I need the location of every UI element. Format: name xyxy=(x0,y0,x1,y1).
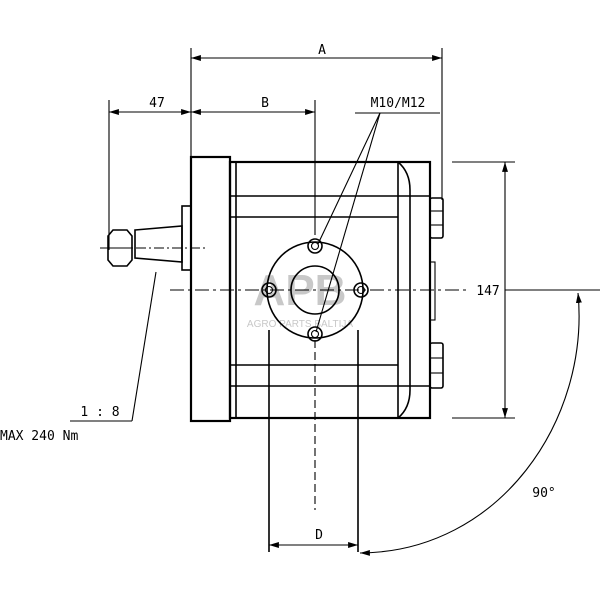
dimension-shaft-length: 47 xyxy=(108,96,191,250)
dimension-147-label: 147 xyxy=(476,284,499,299)
dimension-b: B xyxy=(191,96,316,235)
dimension-47-label: 47 xyxy=(149,96,165,111)
port-flange xyxy=(170,238,470,342)
thread-label: M10/M12 xyxy=(371,96,426,111)
angle-label: 90° xyxy=(532,486,555,501)
dimension-height: 147 xyxy=(452,161,600,419)
dimension-a-label: A xyxy=(318,43,326,58)
taper-label: 1 : 8 xyxy=(80,405,119,420)
thread-callout: M10/M12 xyxy=(315,96,440,333)
svg-text:AGRO PARTS BALTIJA: AGRO PARTS BALTIJA xyxy=(247,319,353,330)
rotation-angle: 90° xyxy=(359,292,582,556)
taper-callout: 1 : 8 MAX 240 Nm xyxy=(0,271,157,444)
torque-label: MAX 240 Nm xyxy=(0,429,78,444)
port-block xyxy=(268,330,359,552)
dimension-d: D xyxy=(269,528,358,548)
drive-shaft xyxy=(100,205,205,271)
dimension-d-label: D xyxy=(315,528,323,543)
dimension-a: A xyxy=(190,43,443,200)
dimension-b-label: B xyxy=(261,96,269,111)
